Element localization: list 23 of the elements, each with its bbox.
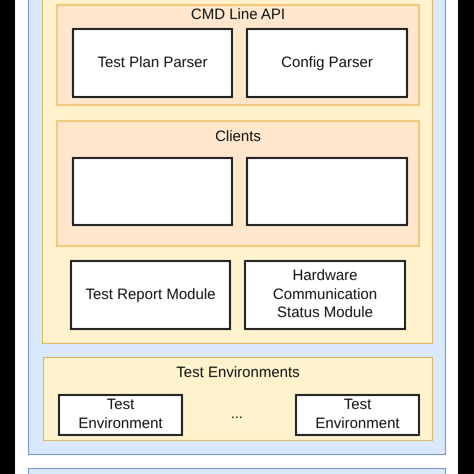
group-panel <box>56 120 420 247</box>
module-label: Test Report Module <box>84 286 217 304</box>
module-box <box>244 260 406 330</box>
module-box <box>72 157 233 226</box>
module-box <box>58 394 183 436</box>
module-box <box>295 394 420 436</box>
group-title: Clients <box>215 128 261 147</box>
group-panel <box>56 4 420 106</box>
module-box <box>246 157 408 226</box>
module-box <box>70 260 231 330</box>
layer-panel <box>28 0 446 455</box>
module-label: Test Environment <box>314 396 401 434</box>
ellipsis-label: ... <box>231 406 243 420</box>
module-label: Hardware Communication Status Module <box>272 266 378 324</box>
module-box <box>246 28 408 98</box>
group-title: CMD Line API <box>190 6 286 25</box>
module-label: Test Environment <box>77 396 164 434</box>
module-label: Config Parser <box>280 54 374 72</box>
module-label: Test Plan Parser <box>96 54 209 72</box>
module-box <box>72 28 233 98</box>
group-title: Test Environments <box>176 364 300 383</box>
group-panel <box>43 357 433 441</box>
group-panel <box>42 0 433 344</box>
